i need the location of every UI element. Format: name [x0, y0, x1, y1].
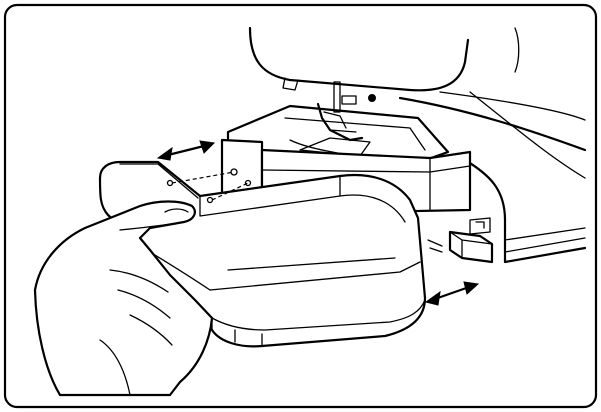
double-arrow-icon	[156, 140, 216, 161]
double-arrow-icon	[424, 281, 480, 306]
alignment-guides	[171, 171, 249, 201]
figure-frame	[3, 3, 598, 409]
hands	[33, 200, 214, 397]
